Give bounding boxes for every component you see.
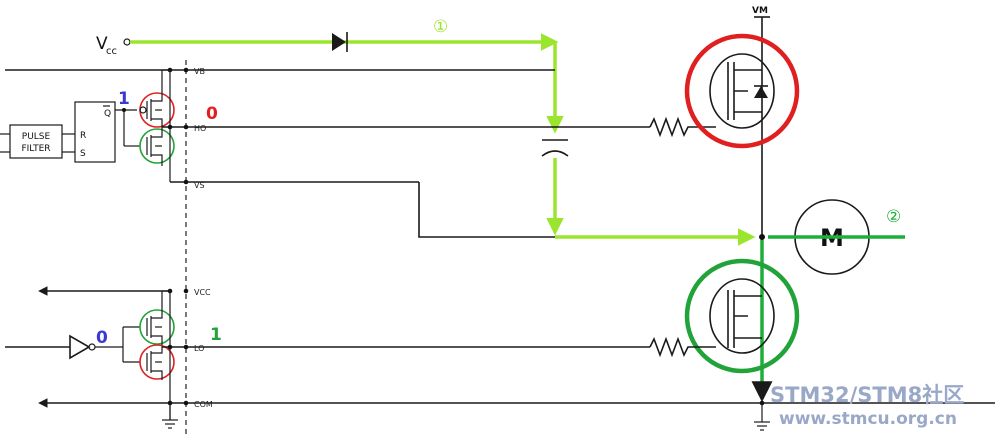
bootstrap-diode [332, 32, 348, 52]
pin-com: COM [194, 400, 213, 409]
pin-lo: LO [194, 344, 204, 353]
pulse-filter: PULSE FILTER [0, 124, 75, 159]
ground-symbol-left [162, 403, 178, 429]
vcc-label: V [96, 34, 108, 54]
high-gate-resistor [649, 116, 716, 138]
lo-input-state: 0 [96, 328, 108, 348]
vs-return [418, 182, 555, 238]
vcc-subscript: cc [106, 46, 117, 57]
pulse-filter-line1: PULSE [22, 132, 51, 142]
pin-vb: VB [194, 67, 205, 76]
ff-q: Q [104, 109, 111, 119]
ff-s: S [80, 149, 86, 159]
pulse-filter-line2: FILTER [21, 144, 50, 154]
hi-input-state: 1 [118, 89, 130, 109]
ground-symbol-right [754, 403, 770, 431]
low-mosfet-on-ring [684, 258, 800, 374]
input-buffer [5, 326, 140, 363]
lo-output-state: 1 [210, 325, 222, 345]
vcc-terminal: V cc [96, 34, 131, 57]
ff-r: R [80, 131, 86, 141]
vm-label: VM [752, 6, 768, 16]
step-1-marker: ① [433, 17, 448, 37]
low-side-pmos [139, 291, 175, 347]
high-side-nmos [139, 127, 175, 166]
pin-vcc: VCC [194, 288, 211, 297]
hi-output-state: 0 [206, 104, 218, 124]
low-gate-resistor [649, 336, 716, 358]
high-side-pmos [139, 70, 175, 128]
low-side-nmos [139, 344, 175, 380]
vcc-node [123, 38, 131, 46]
pin-ho: HO [194, 124, 206, 133]
bootstrap-capacitor [541, 139, 569, 157]
watermark-line1: STM32/STM8社区 [770, 383, 964, 407]
pin-vs: VS [194, 181, 205, 190]
high-side-mosfet [684, 33, 800, 149]
low-side-mosfet [684, 258, 800, 374]
rs-flip-flop: R S Q [74, 101, 140, 163]
high-mosfet-off-ring [684, 33, 800, 149]
watermark-line2: www.stmcu.org.cn [779, 409, 957, 429]
step-2-marker: ② [886, 207, 901, 227]
